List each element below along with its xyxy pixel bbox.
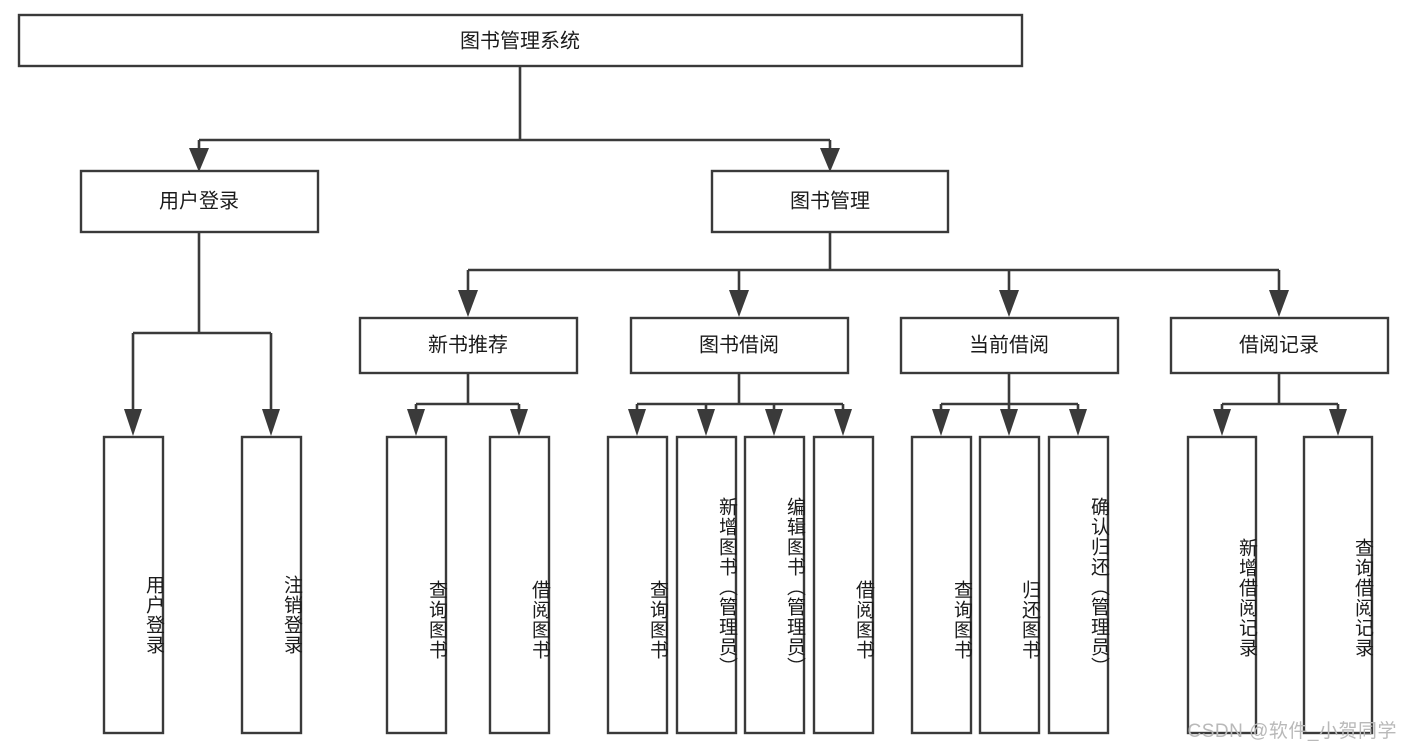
leaf-book-borrow-1-box[interactable] — [606, 435, 669, 735]
node-user-login-label: 用户登录 — [159, 189, 239, 212]
leaf-borrow-record-1-box[interactable] — [1186, 435, 1258, 735]
node-root-label: 图书管理系统 — [460, 29, 580, 52]
leaf-current-borrow-1-box[interactable] — [910, 435, 973, 735]
leaf-new-book-1-box[interactable] — [385, 435, 448, 735]
arrow-to-new-book-leaf-2 — [510, 409, 528, 436]
arrow-to-book-mgmt — [820, 148, 840, 172]
csdn-watermark: CSDN @软件_小贺同学 — [1187, 721, 1397, 742]
arrow-to-book-borrow — [729, 290, 749, 317]
leaf-current-borrow-3-box[interactable] — [1047, 435, 1110, 735]
arrow-to-current-borrow — [999, 290, 1019, 317]
arrow-to-book-borrow-leaf-1 — [628, 409, 646, 436]
arrow-to-current-borrow-leaf-3 — [1069, 409, 1087, 436]
leaf-user-login-1-box[interactable] — [102, 435, 165, 735]
arrow-to-user-login-2 — [262, 409, 280, 436]
node-book-borrow-label: 图书借阅 — [699, 333, 779, 356]
node-new-book-rec-label: 新书推荐 — [428, 333, 508, 356]
arrow-to-borrow-record-leaf-2 — [1329, 409, 1347, 436]
arrow-to-borrow-record-leaf-1 — [1213, 409, 1231, 436]
node-book-mgmt-label: 图书管理 — [790, 189, 870, 212]
leaf-current-borrow-2-box[interactable] — [978, 435, 1041, 735]
arrow-to-new-book-leaf-1 — [407, 409, 425, 436]
leaf-new-book-2-box[interactable] — [488, 435, 551, 735]
node-root-box[interactable] — [17, 13, 1024, 68]
arrow-to-book-borrow-leaf-2 — [697, 409, 715, 436]
arrow-to-user-login-1 — [124, 409, 142, 436]
arrow-to-new-book-rec — [458, 290, 478, 317]
node-current-borrow-label: 当前借阅 — [969, 333, 1049, 356]
arrow-to-borrow-record — [1269, 290, 1289, 317]
node-new-book-rec-box[interactable] — [358, 316, 579, 375]
leaf-book-borrow-2-box[interactable] — [675, 435, 738, 735]
node-current-borrow-box[interactable] — [899, 316, 1120, 375]
node-book-borrow-box[interactable] — [629, 316, 850, 375]
node-book-mgmt-box[interactable] — [710, 169, 950, 234]
node-user-login-box[interactable] — [79, 169, 320, 234]
arrow-to-book-borrow-leaf-3 — [765, 409, 783, 436]
leaf-user-login-2-box[interactable] — [240, 435, 303, 735]
arrow-to-user-login — [189, 148, 209, 172]
node-borrow-record-box[interactable] — [1169, 316, 1390, 375]
arrow-to-current-borrow-leaf-2 — [1000, 409, 1018, 436]
node-layer: 图书管理系统 用户登录 图书管理 新书推荐 图书借阅 当前借阅 借阅记录 — [17, 13, 1390, 735]
leaf-book-borrow-4-box[interactable] — [812, 435, 875, 735]
connector-layer — [124, 66, 1347, 436]
leaf-book-borrow-3-box[interactable] — [743, 435, 806, 735]
arrow-to-book-borrow-leaf-4 — [834, 409, 852, 436]
leaf-borrow-record-2-box[interactable] — [1302, 435, 1374, 735]
arrow-to-current-borrow-leaf-1 — [932, 409, 950, 436]
node-borrow-record-label: 借阅记录 — [1239, 333, 1319, 356]
